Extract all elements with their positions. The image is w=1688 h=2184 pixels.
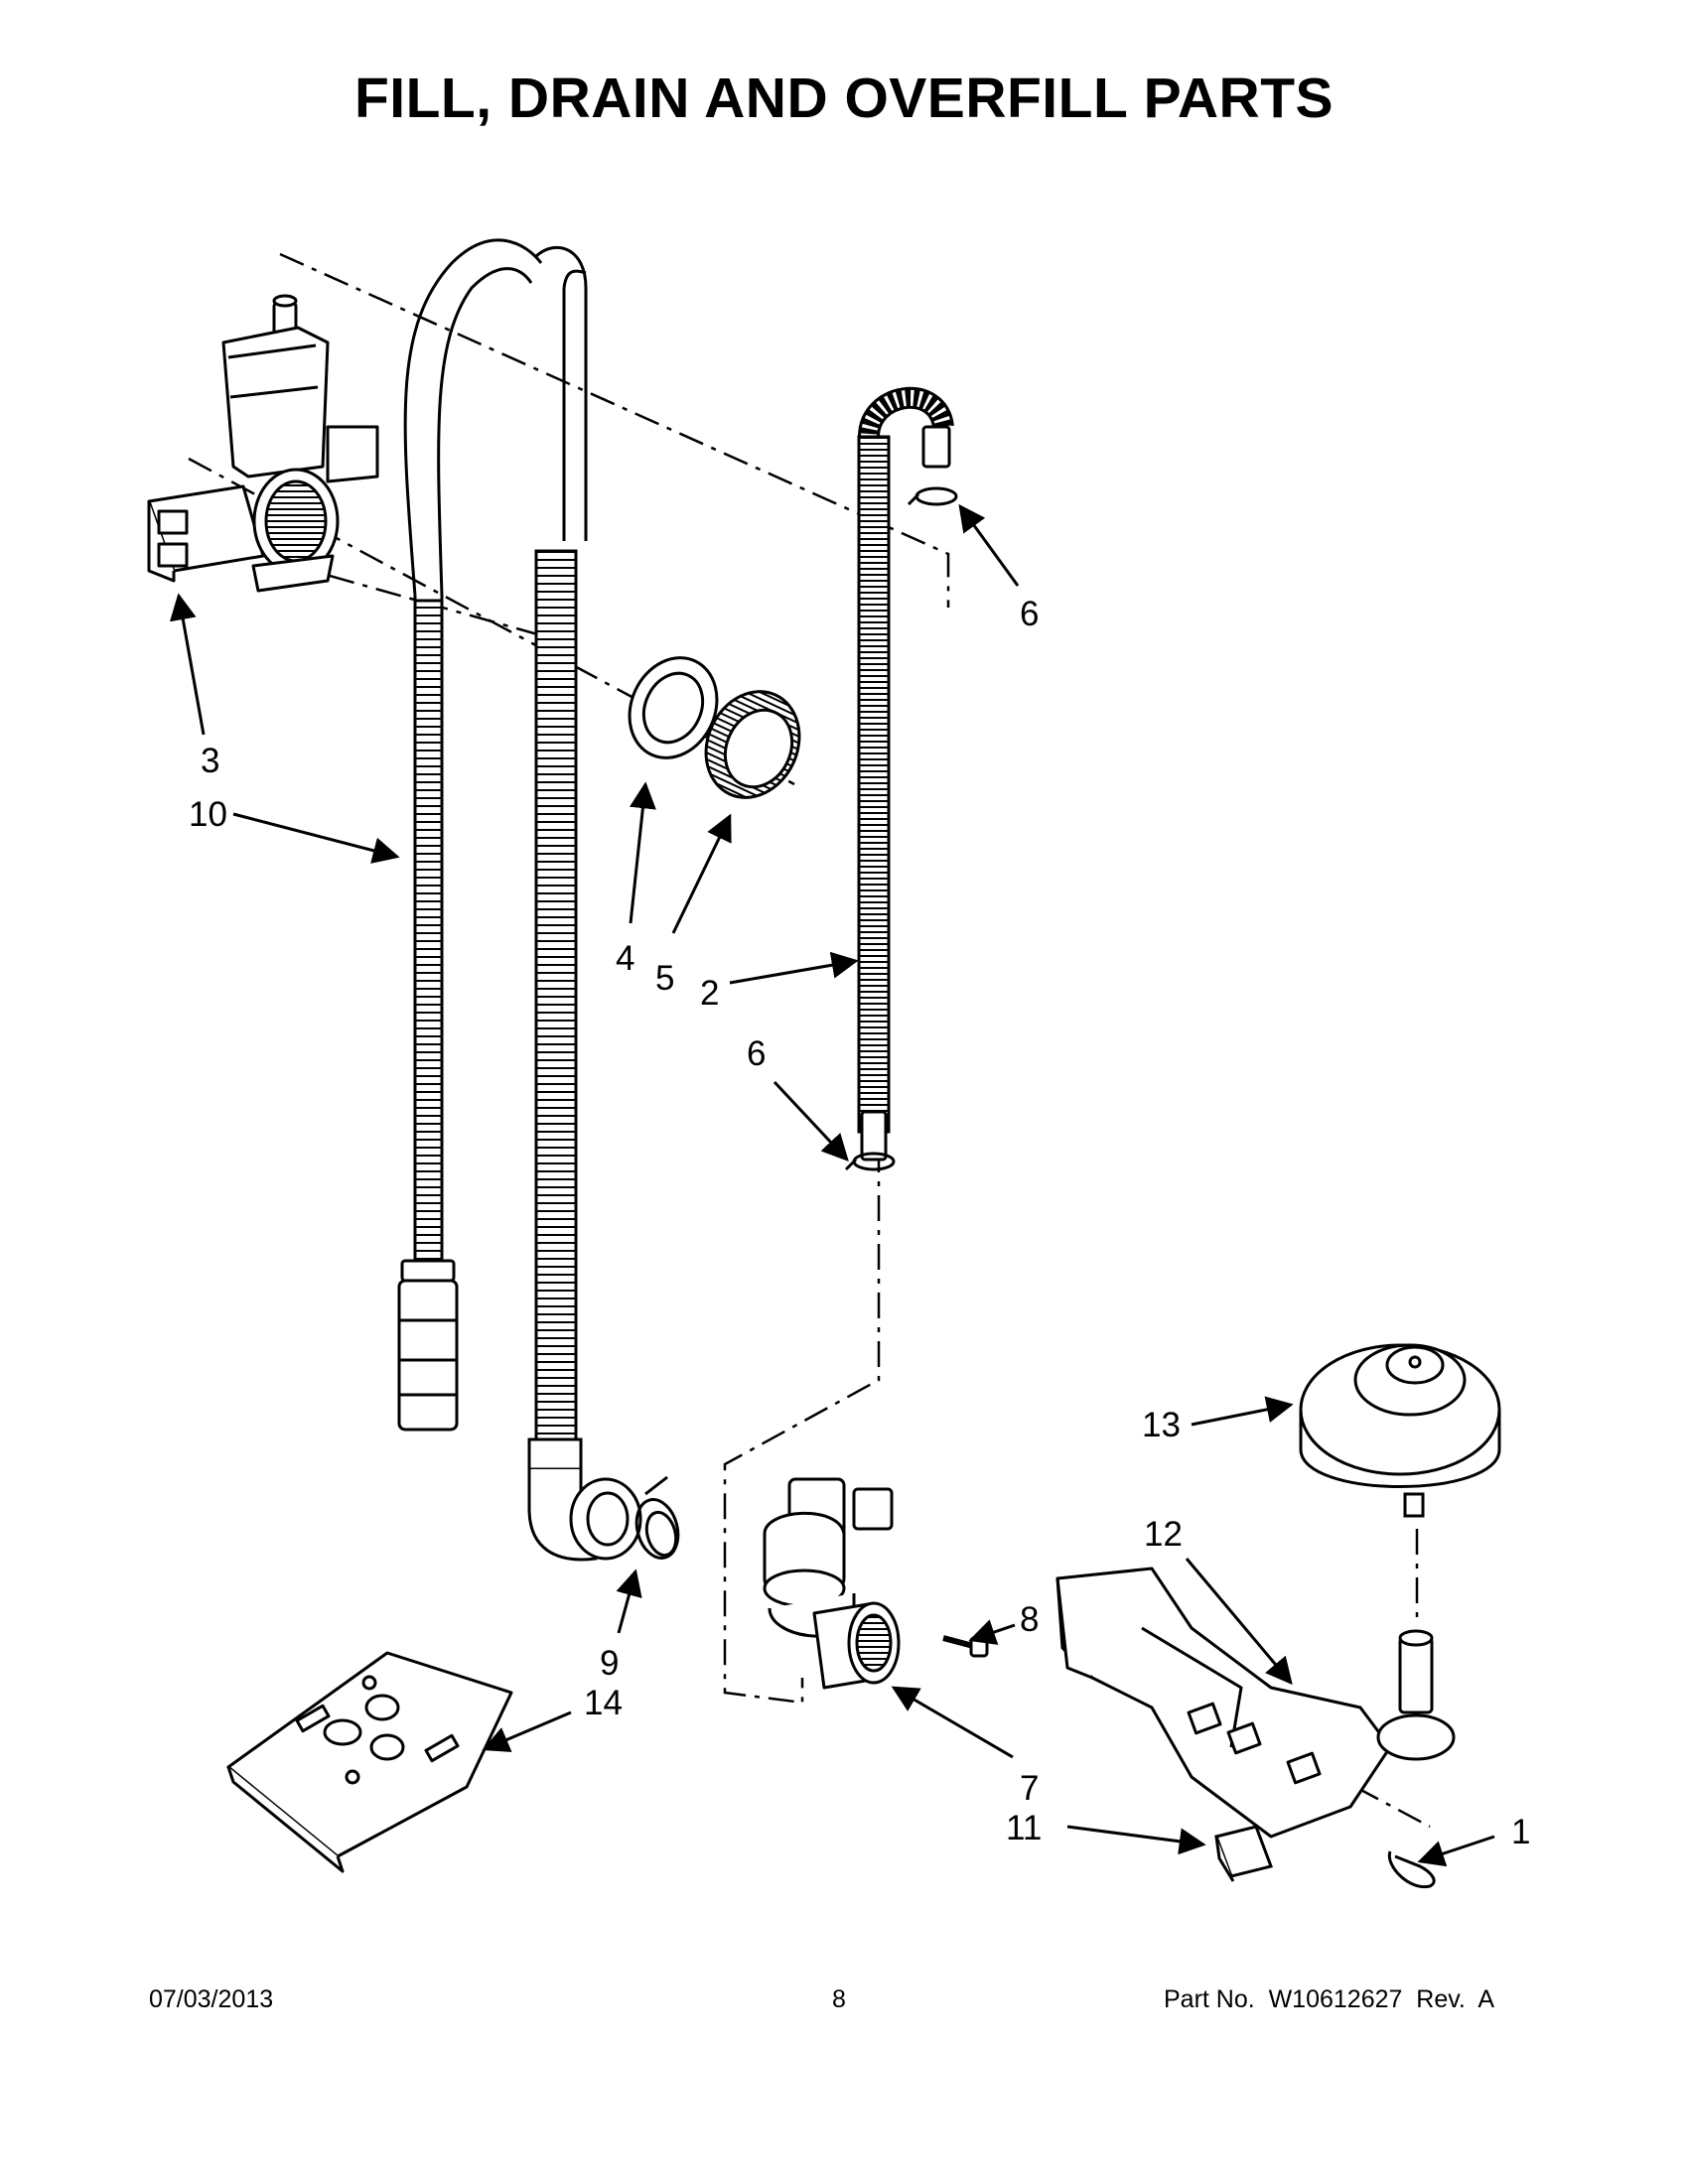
part-8-screw xyxy=(942,1635,989,1658)
callout-1: 1 xyxy=(1511,1813,1530,1851)
callout-4: 4 xyxy=(616,939,634,978)
callout-3: 3 xyxy=(201,742,219,780)
callout-9: 9 xyxy=(600,1644,619,1683)
part-9-drain-hose-clamp xyxy=(634,1475,680,1560)
page-title: FILL, DRAIN AND OVERFILL PARTS xyxy=(353,67,1335,130)
callout-6-top: 6 xyxy=(1020,595,1039,633)
callout-11: 11 xyxy=(1006,1809,1042,1847)
callout-14: 14 xyxy=(584,1684,623,1722)
part-2-fill-hose xyxy=(857,386,954,1161)
callout-10: 10 xyxy=(189,795,227,834)
part-3-air-gap-funnel xyxy=(147,294,379,593)
part-13-float xyxy=(1299,1343,1501,1518)
callout-7: 7 xyxy=(1020,1769,1039,1808)
footer-date: 07/03/2013 xyxy=(149,1985,274,2013)
part-4-gasket xyxy=(628,656,719,759)
callout-labels: 1 2 3 4 5 6 6 7 8 9 10 11 12 13 14 xyxy=(189,595,1530,1851)
callout-8: 8 xyxy=(1020,1600,1039,1639)
leader-arrows xyxy=(169,503,1495,1867)
callout-13: 13 xyxy=(1142,1406,1181,1444)
part-7-water-valve xyxy=(763,1477,901,1690)
callout-6-bottom: 6 xyxy=(747,1034,766,1073)
footer-page-number: 8 xyxy=(832,1985,846,2013)
part-1-clip xyxy=(1387,1850,1436,1889)
part-6-hose-clamp-top xyxy=(907,486,958,506)
part-14-parts-bag xyxy=(226,1651,513,1873)
callout-5: 5 xyxy=(655,959,674,998)
part-12-float-bracket xyxy=(1055,1567,1456,1839)
part-5-nut xyxy=(704,690,801,799)
footer-part-number: Part No. W10612627 Rev. A xyxy=(1164,1985,1495,2013)
callout-2: 2 xyxy=(700,974,719,1013)
part-10-drain-hose xyxy=(397,238,642,1562)
callout-12: 12 xyxy=(1144,1515,1183,1554)
part-6-hose-clamp-bottom xyxy=(844,1152,896,1171)
part-11-switch xyxy=(1214,1825,1273,1882)
